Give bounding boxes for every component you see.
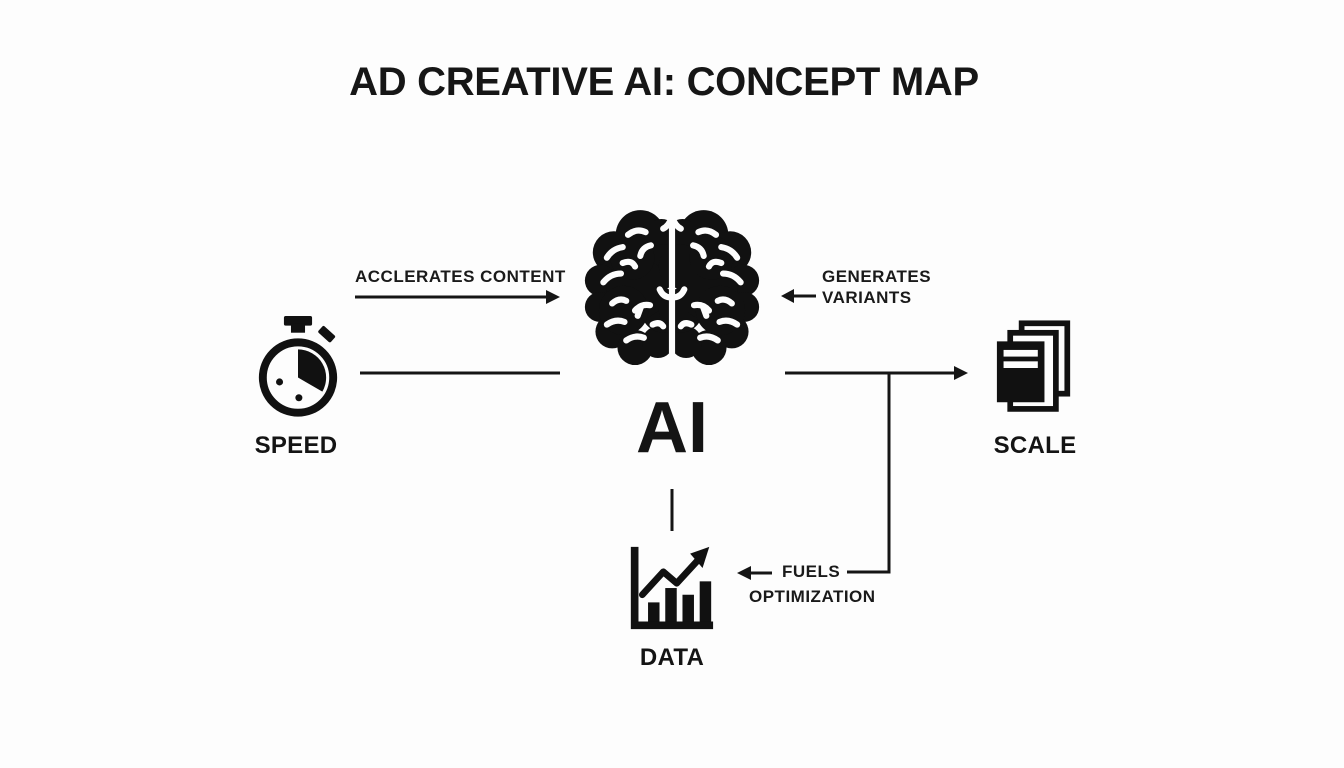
edge-accelerates-arrowhead — [546, 290, 560, 304]
edge-label-fuels: FUELS — [782, 562, 841, 581]
edge-branch-to-fuels-line — [847, 374, 891, 574]
node-label-data: DATA — [639, 644, 705, 671]
edge-generates-arrowhead — [781, 289, 794, 303]
node-label-scale: SCALE — [993, 432, 1077, 459]
edge-label-accelerates-content: ACCLERATES CONTENT — [355, 267, 566, 286]
edge-label-optimization: OPTIMIZATION — [749, 587, 876, 606]
node-label-speed: SPEED — [254, 432, 338, 459]
diagram-title: AD CREATIVE AI: CONCEPT MAP — [349, 60, 979, 104]
edge-label-variants: VARIANTS — [822, 288, 912, 307]
bar-chart-icon — [630, 546, 714, 630]
edge-fuels-arrowhead — [737, 566, 751, 580]
edge-ai-to-scale-arrowhead — [954, 366, 968, 380]
edge-label-generates: GENERATES — [822, 267, 932, 286]
node-label-ai: AI — [636, 388, 708, 468]
document-stack-icon — [996, 320, 1071, 412]
stopwatch-icon — [258, 316, 338, 417]
brain-icon — [584, 210, 760, 366]
